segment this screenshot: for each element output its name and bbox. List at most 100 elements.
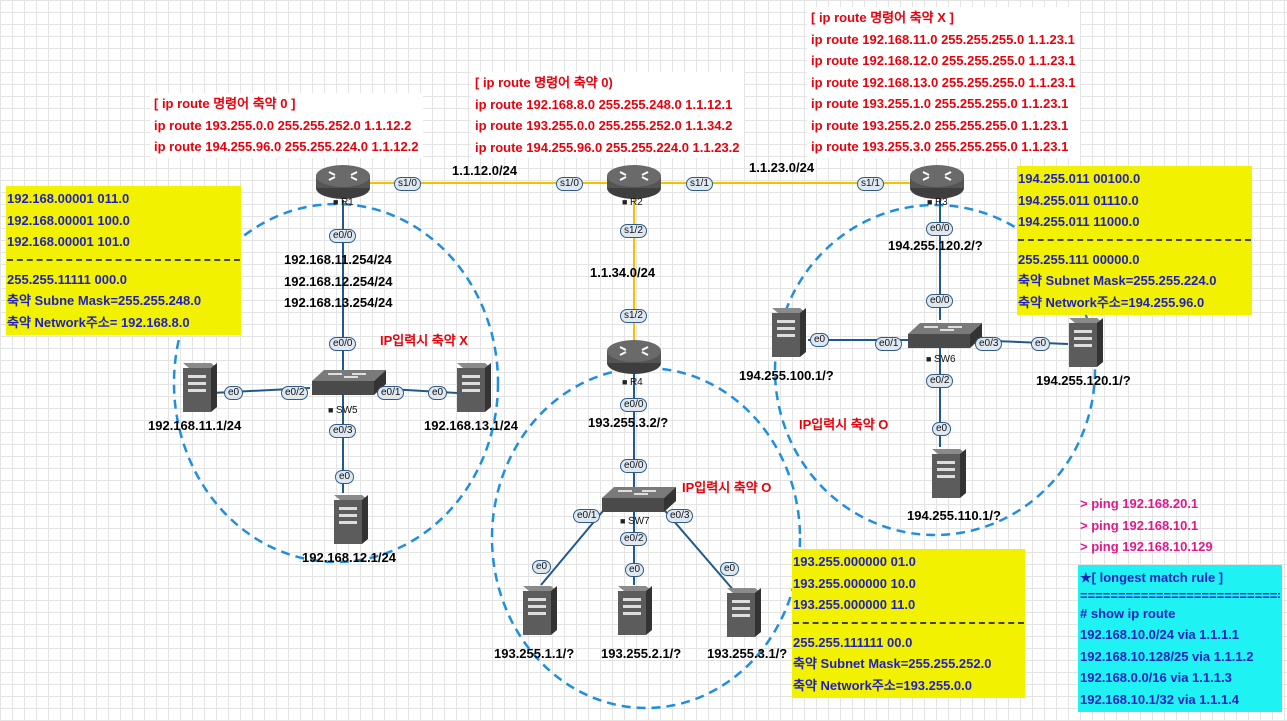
device-name-r3: R3: [927, 197, 948, 208]
port-pc120-e0: e0: [1031, 337, 1051, 351]
ip-pc100: 194.255.100.1/?: [739, 368, 834, 383]
mask-line: 255.255.111111 00.0: [793, 634, 913, 650]
ip-pc2: 193.255.2.1/?: [601, 646, 682, 661]
r2-note-line: ip route 193.255.0.0 255.255.252.0 1.1.3…: [475, 118, 733, 133]
port-pc12-e0: e0: [335, 470, 355, 484]
device-name-r1: R1: [333, 197, 354, 208]
port-sw7-e0-2: e0/2: [620, 532, 648, 546]
r3-route-note: [ ip route 명령어 축약 X ] ip route 192.168.1…: [807, 7, 1080, 158]
router-r3-icon: [909, 164, 965, 200]
port-sw5-e0-1: e0/1: [377, 386, 405, 400]
router-r2-icon: [606, 164, 662, 200]
net-label-1-1-23: 1.1.23.0/24: [749, 160, 815, 175]
port-sw6-e0-0: e0/0: [926, 294, 954, 308]
port-r4-s1-2: s1/2: [620, 309, 647, 323]
ip-pc110: 194.255.110.1/?: [907, 508, 1001, 523]
mask-line: 255.255.111 00000.0: [1018, 251, 1140, 267]
summary-box-right: 194.255.011 00100.0 194.255.011 01110.0 …: [1017, 166, 1252, 315]
mask-line: 255.255.11111 000.0: [7, 271, 128, 287]
ip-pc12: 192.168.12.1/24: [302, 550, 396, 565]
r1-note-line: [ ip route 명령어 축약 0 ]: [154, 96, 296, 111]
label-sw7-summary: IP입력시 축약 O: [682, 480, 772, 495]
device-name-sw5: SW5: [328, 405, 358, 416]
longest-match-title: ★[ longest match rule ]: [1080, 570, 1224, 585]
summary-box-bottom: 193.255.000000 01.0 193.255.000000 10.0 …: [792, 549, 1025, 698]
summary-box-left: 192.168.00001 011.0 192.168.00001 100.0 …: [6, 186, 241, 335]
port-r1-s1-0: s1/0: [394, 177, 421, 191]
port-sw6-e0-1: e0/1: [875, 337, 903, 351]
port-sw5-e0-2: e0/2: [281, 386, 309, 400]
ip-pc11: 192.168.11.1/24: [148, 418, 242, 433]
port-sw5-e0-0: e0/0: [329, 337, 357, 351]
route-line: # show ip route: [1080, 605, 1176, 621]
switch-sw5-icon: [311, 369, 387, 396]
r3-note-line: ip route 193.255.2.0 255.255.255.0 1.1.2…: [811, 117, 1069, 133]
server-pc110-icon: [932, 449, 966, 498]
router-r1-icon: [315, 164, 371, 200]
device-name-sw7: SW7: [620, 516, 650, 527]
r3-note-line: ip route 193.255.3.0 255.255.255.0 1.1.2…: [811, 139, 1069, 154]
ping-commands: > ping 192.168.20.1 > ping 192.168.10.1 …: [1080, 493, 1213, 558]
binary-line: 194.255.011 11000.0: [1018, 214, 1140, 229]
port-pc2-e0: e0: [625, 563, 645, 577]
ip-pc1: 193.255.1.1/?: [494, 646, 575, 661]
divider: [793, 621, 1024, 624]
divider: [7, 258, 240, 261]
net-label-1-1-34: 1.1.34.0/24: [590, 265, 656, 280]
route-line: 192.168.10.0/24 via 1.1.1.1: [1080, 627, 1240, 642]
binary-line: 194.255.011 00100.0: [1018, 171, 1141, 186]
device-name-r4: R4: [622, 377, 643, 388]
route-line: 192.168.10.128/25 via 1.1.1.2: [1080, 648, 1254, 664]
server-pc2-icon: [618, 586, 652, 635]
ip-label: 192.168.12.254/24: [284, 273, 393, 289]
server-pc13-icon: [457, 363, 491, 412]
port-sw5-e0-3: e0/3: [329, 424, 357, 438]
r2-note-line: [ ip route 명령어 축약 0): [475, 75, 613, 90]
server-pc100-icon: [772, 308, 806, 357]
divider: [1018, 238, 1251, 241]
port-pc100-e0: e0: [810, 333, 830, 347]
port-sw7-e0-0: e0/0: [620, 459, 648, 473]
ip-pc120: 194.255.120.1/?: [1036, 373, 1131, 388]
ping-line: > ping 192.168.20.1: [1080, 496, 1199, 511]
ip-label: 192.168.13.254/24: [284, 295, 393, 310]
port-r3-s1-1: s1/1: [857, 177, 884, 191]
ping-line: > ping 192.168.10.129: [1080, 539, 1213, 554]
r2-note-line: ip route 194.255.96.0 255.255.224.0 1.1.…: [475, 139, 740, 155]
binary-line: 193.255.000000 01.0: [793, 554, 916, 569]
sw7-lan-circle: [490, 366, 802, 710]
network-line: 축약 Network주소=193.255.0.0: [793, 677, 973, 693]
port-r4-e0-0: e0/0: [620, 398, 648, 412]
server-pc1-icon: [523, 586, 557, 635]
port-pc11-e0: e0: [224, 386, 244, 400]
mask-line: 축약 Subnet Mask=255.255.252.0: [793, 656, 992, 671]
binary-line: 193.255.000000 10.0: [793, 575, 916, 591]
label-sw5-summary: IP입력시 축약 X: [380, 333, 468, 348]
r2-note-line: ip route 192.168.8.0 255.255.248.0 1.1.1…: [475, 96, 733, 112]
r2-route-note: [ ip route 명령어 축약 0) ip route 192.168.8.…: [471, 72, 744, 158]
mask-line: 축약 Subnet Mask=255.255.224.0: [1018, 273, 1217, 288]
equals-divider: ==================================: [1080, 588, 1280, 603]
device-name-sw6: SW6: [926, 354, 956, 365]
port-r2-s1-1: s1/1: [686, 177, 713, 191]
network-line: 축약 Network주소=194.255.96.0: [1018, 294, 1205, 310]
network-line: 축약 Network주소= 192.168.8.0: [7, 314, 190, 330]
port-sw7-e0-3: e0/3: [666, 509, 694, 523]
ip-r4-lan: 193.255.3.2/?: [588, 415, 669, 430]
r1-lan-ips: 192.168.11.254/24 192.168.12.254/24 192.…: [284, 249, 392, 314]
r3-note-line: ip route 193.255.1.0 255.255.255.0 1.1.2…: [811, 96, 1069, 111]
r1-note-line: ip route 194.255.96.0 255.255.224.0 1.1.…: [154, 139, 419, 154]
ip-r3-lan: 194.255.120.2/?: [888, 238, 983, 253]
binary-line: 192.168.00001 011.0: [7, 191, 130, 206]
server-pc3-icon: [727, 588, 761, 637]
r3-note-line: [ ip route 명령어 축약 X ]: [811, 10, 954, 25]
r1-note-line: ip route 193.255.0.0 255.255.252.0 1.1.1…: [154, 117, 412, 133]
device-name-r2: R2: [622, 197, 643, 208]
binary-line: 194.255.011 01110.0: [1018, 192, 1139, 208]
binary-line: 192.168.00001 101.0: [7, 234, 130, 249]
ip-pc13: 192.168.13.1/24: [424, 418, 518, 433]
port-pc3-e0: e0: [720, 562, 740, 576]
label-sw6-summary: IP입력시 축약 O: [799, 417, 889, 432]
longest-match-box: ★[ longest match rule ] ================…: [1078, 565, 1282, 712]
route-line: 192.168.0.0/16 via 1.1.1.3: [1080, 670, 1232, 685]
